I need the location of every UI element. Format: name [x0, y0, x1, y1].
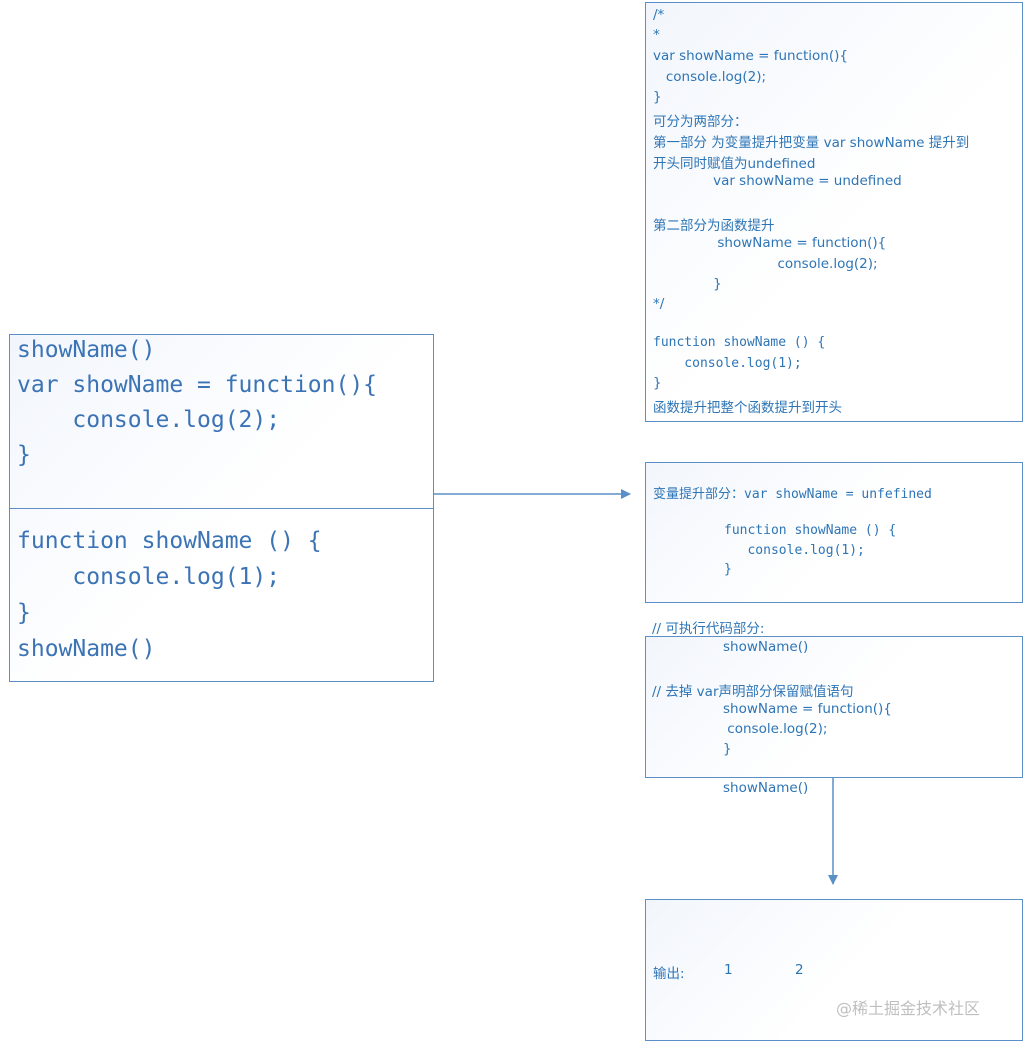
output-box: 输出: 1 2	[645, 899, 1023, 1041]
left-bottom-line: showName()	[17, 636, 156, 662]
left-top-line: console.log(2);	[17, 407, 281, 433]
note-line: }	[653, 89, 662, 105]
note-line: var showName = undefined	[653, 173, 902, 189]
hoist-line: console.log(1);	[724, 543, 865, 558]
left-bottom-line: }	[17, 600, 31, 626]
watermark: @稀土掘金技术社区	[836, 999, 981, 1018]
left-top-line: showName()	[17, 337, 156, 363]
note-line: 开头同时赋值为undefined	[653, 156, 816, 172]
exec-box: showName() // 去掉 var声明部分保留赋值语句 showName …	[645, 636, 1023, 778]
note-line: function showName () {	[653, 335, 826, 350]
note-line: 可分为两部分：	[653, 114, 748, 130]
note-line: 第二部分为函数提升	[653, 218, 775, 234]
output-value: 2	[795, 962, 804, 978]
exec-line: showName()	[723, 639, 809, 655]
note-line: */	[653, 296, 665, 312]
note-line: 函数提升把整个函数提升到开头	[653, 400, 842, 416]
hoist-box: 变量提升部分：var showName = unfefined function…	[645, 462, 1023, 603]
exec-line: showName = function(){	[723, 701, 892, 717]
hoist-line: }	[724, 562, 732, 577]
hoist-line: function showName () {	[724, 523, 897, 538]
note-line: console.log(2);	[653, 256, 878, 272]
note-line: var showName = function(){	[653, 48, 848, 64]
left-top-line: var showName = function(){	[17, 372, 378, 398]
left-top-line: }	[17, 442, 31, 468]
exec-comment-label: // 可执行代码部分:	[652, 621, 765, 637]
hoist-title: 变量提升部分：var showName = unfefined	[653, 487, 932, 502]
note-line: showName = function(){	[653, 235, 887, 251]
left-bottom-line: console.log(1);	[17, 564, 281, 590]
note-line: }	[653, 375, 662, 391]
note-line: *	[653, 27, 660, 43]
note-box: /* * var showName = function(){ console.…	[645, 2, 1023, 422]
note-line: console.log(2);	[653, 69, 767, 85]
exec-after-call: showName()	[723, 780, 809, 796]
left-bottom-line: function showName () {	[17, 528, 322, 554]
note-line: /*	[653, 7, 665, 23]
exec-line: console.log(2);	[723, 721, 828, 737]
note-line: console.log(1);	[653, 356, 802, 371]
exec-line: // 去掉 var声明部分保留赋值语句	[652, 684, 854, 700]
left-code-box: showName() var showName = function(){ co…	[9, 334, 434, 682]
exec-line: }	[723, 741, 732, 757]
note-line: }	[653, 276, 722, 292]
left-box-divider	[10, 508, 433, 509]
note-line: 第一部分 为变量提升把变量 var showName 提升到	[653, 135, 970, 151]
output-label: 输出:	[653, 966, 685, 982]
output-value: 1	[724, 962, 733, 978]
